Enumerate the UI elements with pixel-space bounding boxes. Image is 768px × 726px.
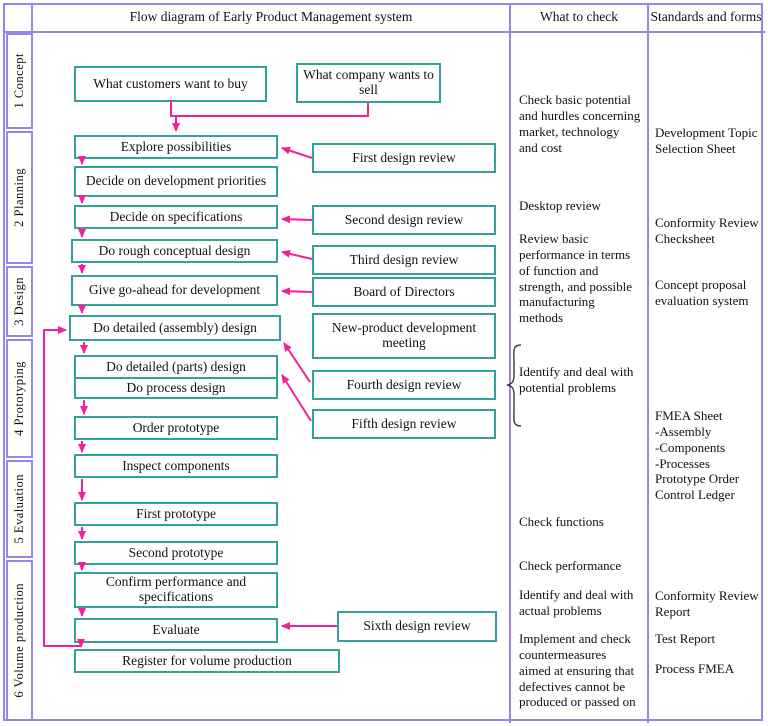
- lane-volume-production-label: 6 Volume production: [12, 583, 26, 698]
- box-rough-conceptual-design: Do rough conceptual design: [71, 239, 278, 263]
- note-check-performance: Check performance: [519, 558, 622, 573]
- box-order-prototype: Order prototype: [74, 416, 278, 440]
- box-inspect-components: Inspect components: [74, 454, 278, 478]
- lane-volume-production: 6 Volume production: [6, 560, 33, 721]
- std-process-fmea: Process FMEA: [655, 661, 735, 676]
- std-concept-proposal-system: Concept proposal evaluation system: [655, 277, 749, 308]
- lane-design: 3 Design: [6, 266, 33, 337]
- box-second-prototype: Second prototype: [74, 541, 278, 565]
- note-review-basic-performance: Review basic performance in terms of fun…: [519, 231, 633, 326]
- box-what-customers-want: What customers want to buy: [74, 66, 267, 102]
- lane-prototyping-label: 4 Prototyping: [12, 361, 26, 436]
- box-fourth-design-review: Fourth design review: [312, 370, 496, 400]
- box-first-design-review: First design review: [312, 143, 496, 173]
- note-identify-potential-problems: Identify and deal with potential problem…: [519, 364, 634, 395]
- what-to-check-header: What to check: [540, 8, 618, 24]
- note-check-basic-potential: Check basic potential and hurdles concer…: [519, 92, 641, 155]
- box-give-go-ahead: Give go-ahead for development: [71, 275, 278, 306]
- lane-concept: 1 Concept: [6, 33, 33, 129]
- box-second-design-review: Second design review: [312, 205, 496, 235]
- box-new-product-development-meeting: New-product development meeting: [312, 313, 496, 359]
- box-decide-specifications: Decide on specifications: [74, 205, 278, 229]
- header-divider-line: [3, 31, 765, 33]
- box-first-prototype: First prototype: [74, 502, 278, 526]
- note-identify-actual-problems: Identify and deal with actual problems: [519, 587, 634, 618]
- box-detailed-parts-design: Do detailed (parts) design: [74, 355, 278, 379]
- flow-diagram-title: Flow diagram of Early Product Management…: [129, 8, 413, 24]
- lane-concept-label: 1 Concept: [12, 53, 26, 109]
- box-sixth-design-review: Sixth design review: [337, 611, 497, 642]
- lane-planning-label: 2 Planning: [12, 168, 26, 227]
- table-outer-border: [3, 3, 763, 721]
- lane-planning: 2 Planning: [6, 131, 33, 264]
- std-conformity-review-report: Conformity Review Report: [655, 588, 759, 619]
- lane-prototyping: 4 Prototyping: [6, 339, 33, 458]
- note-implement-countermeasures: Implement and check countermeasures aime…: [519, 631, 636, 710]
- standards-and-forms-header: Standards and forms: [650, 8, 762, 24]
- box-what-company-wants: What company wants to sell: [296, 63, 441, 103]
- box-board-of-directors: Board of Directors: [312, 277, 496, 307]
- box-third-design-review: Third design review: [312, 245, 496, 275]
- box-confirm-performance: Confirm performance and specifications: [74, 572, 278, 608]
- std-fmea-sheet-list: FMEA Sheet -Assembly -Components -Proces…: [655, 408, 740, 503]
- box-detailed-assembly-design: Do detailed (assembly) design: [69, 315, 281, 341]
- box-evaluate: Evaluate: [74, 618, 278, 643]
- note-check-functions: Check functions: [519, 514, 604, 529]
- std-conformity-review-checksheet: Conformity Review Checksheet: [655, 215, 759, 246]
- lane-evaluation-label: 5 Evaluation: [12, 474, 26, 544]
- box-decide-development-priorities: Decide on development priorities: [74, 166, 278, 197]
- box-process-design: Do process design: [74, 377, 278, 399]
- note-desktop-review: Desktop review: [519, 198, 601, 213]
- std-test-report: Test Report: [655, 631, 716, 646]
- box-explore-possibilities: Explore possibilities: [74, 135, 278, 159]
- lane-header-divider-line: [31, 3, 33, 33]
- box-fifth-design-review: Fifth design review: [312, 409, 496, 439]
- lane-design-label: 3 Design: [12, 277, 26, 326]
- std-development-topic-sheet: Development Topic Selection Sheet: [655, 125, 758, 156]
- lane-evaluation: 5 Evaluation: [6, 460, 33, 558]
- check-column-divider-line: [509, 3, 511, 723]
- box-register-volume-production: Register for volume production: [74, 649, 340, 673]
- standards-column-divider-line: [647, 3, 649, 723]
